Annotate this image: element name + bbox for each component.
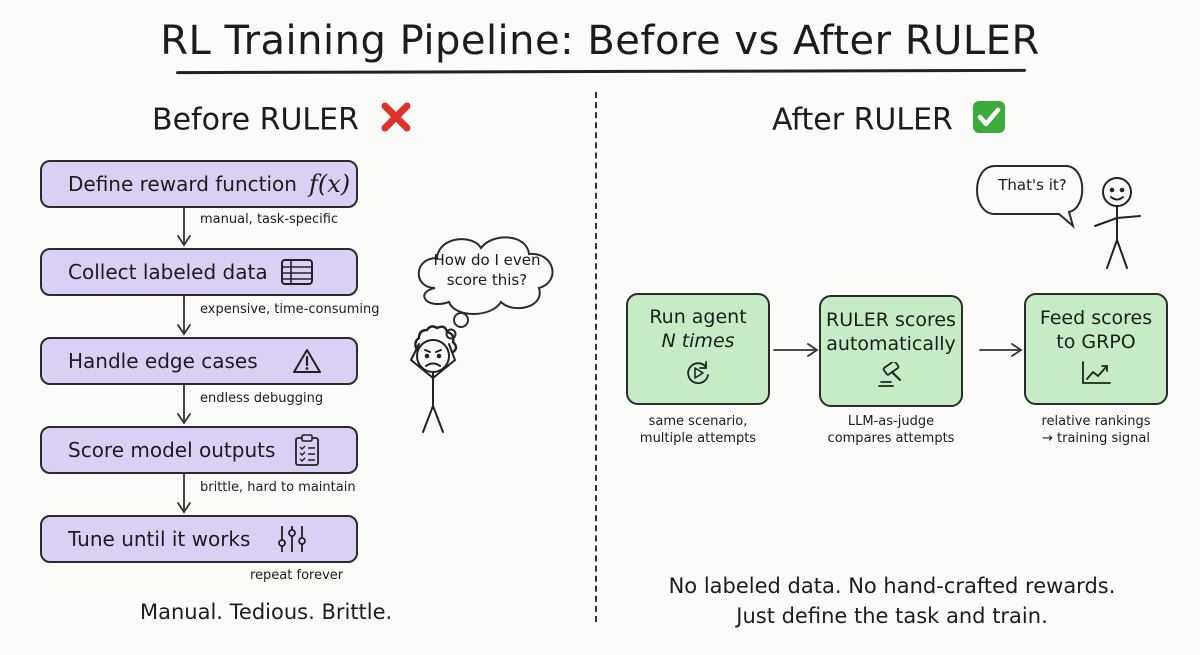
caption-line: LLM-as-judge: [847, 414, 935, 429]
caption-line: multiple attempts: [639, 431, 757, 446]
box-caption: same scenario, multiple attempts: [613, 413, 783, 447]
caption-line: relative rankings: [1041, 414, 1151, 429]
speech-bubble-icon: [976, 165, 1084, 229]
thought-text: How do I even score this?: [433, 250, 541, 290]
after-summary-line-2: Just define the task and train.: [736, 604, 1048, 628]
table-icon: [280, 258, 314, 286]
box-line: RULER scores: [826, 309, 956, 331]
caption-line: same scenario,: [648, 414, 748, 429]
thought-line: score this?: [446, 271, 528, 289]
step-collect-labeled-data: Collect labeled data: [40, 248, 358, 296]
after-heading: After RULER: [772, 100, 1006, 142]
box-line: to GRPO: [1056, 331, 1136, 353]
step-run-agent: Run agent N times: [626, 293, 770, 405]
step-tune-until-it-works: Tune until it works: [40, 515, 358, 563]
warning-icon: [292, 347, 322, 375]
page-title: RL Training Pipeline: Before vs After RU…: [160, 18, 1040, 64]
frustrated-figure-illustration: [409, 236, 554, 433]
before-summary: Manual. Tedious. Brittle.: [140, 600, 393, 624]
step-note: manual, task-specific: [200, 212, 339, 227]
caption-line: compares attempts: [827, 431, 955, 446]
box-line: Run agent: [649, 306, 747, 328]
speech-text: That's it?: [998, 176, 1067, 194]
step-label: Tune until it works: [68, 527, 251, 551]
after-flow-arrows: [773, 343, 1023, 357]
clipboard-checklist-icon: [293, 433, 321, 467]
step-note: endless debugging: [200, 391, 324, 406]
box-line: automatically: [826, 333, 956, 355]
step-note: expensive, time-consuming: [200, 302, 380, 317]
box-line: Feed scores: [1039, 307, 1153, 329]
check-mark-icon: [972, 100, 1006, 142]
box-caption: relative rankings → training signal: [1011, 413, 1181, 447]
step-note: brittle, hard to maintain: [200, 480, 356, 495]
step-label: Handle edge cases: [68, 349, 258, 373]
happy-figure-illustration: [976, 165, 1141, 269]
box-line: N times: [661, 330, 735, 352]
after-heading-label: After RULER: [772, 102, 953, 138]
step-ruler-scores: RULER scores automatically: [819, 295, 963, 407]
step-handle-edge-cases: Handle edge cases: [40, 337, 358, 385]
before-heading-label: Before RULER: [152, 102, 359, 138]
step-feed-scores: Feed scores to GRPO: [1024, 293, 1168, 405]
section-divider: [595, 92, 597, 622]
replay-icon: [684, 359, 712, 393]
step-note: repeat forever: [250, 568, 344, 583]
step-score-model-outputs: Score model outputs: [40, 426, 358, 474]
sliders-icon: [276, 523, 308, 555]
caption-line: → training signal: [1042, 431, 1150, 446]
step-define-reward-function: Define reward function f(x): [40, 160, 358, 208]
gavel-icon: [876, 360, 906, 394]
step-label: Score model outputs: [68, 438, 276, 462]
step-label: Define reward function: [68, 172, 297, 196]
after-summary-line-1: No labeled data. No hand-crafted rewards…: [668, 574, 1116, 598]
thought-line: How do I even: [433, 251, 541, 269]
before-heading: Before RULER: [152, 100, 413, 142]
box-caption: LLM-as-judge compares attempts: [806, 413, 976, 447]
cross-mark-icon: [379, 100, 413, 142]
trend-chart-icon: [1080, 360, 1112, 392]
before-flow-arrows: [177, 206, 191, 514]
fx-icon: f(x): [308, 170, 351, 198]
step-label: Collect labeled data: [68, 260, 268, 284]
